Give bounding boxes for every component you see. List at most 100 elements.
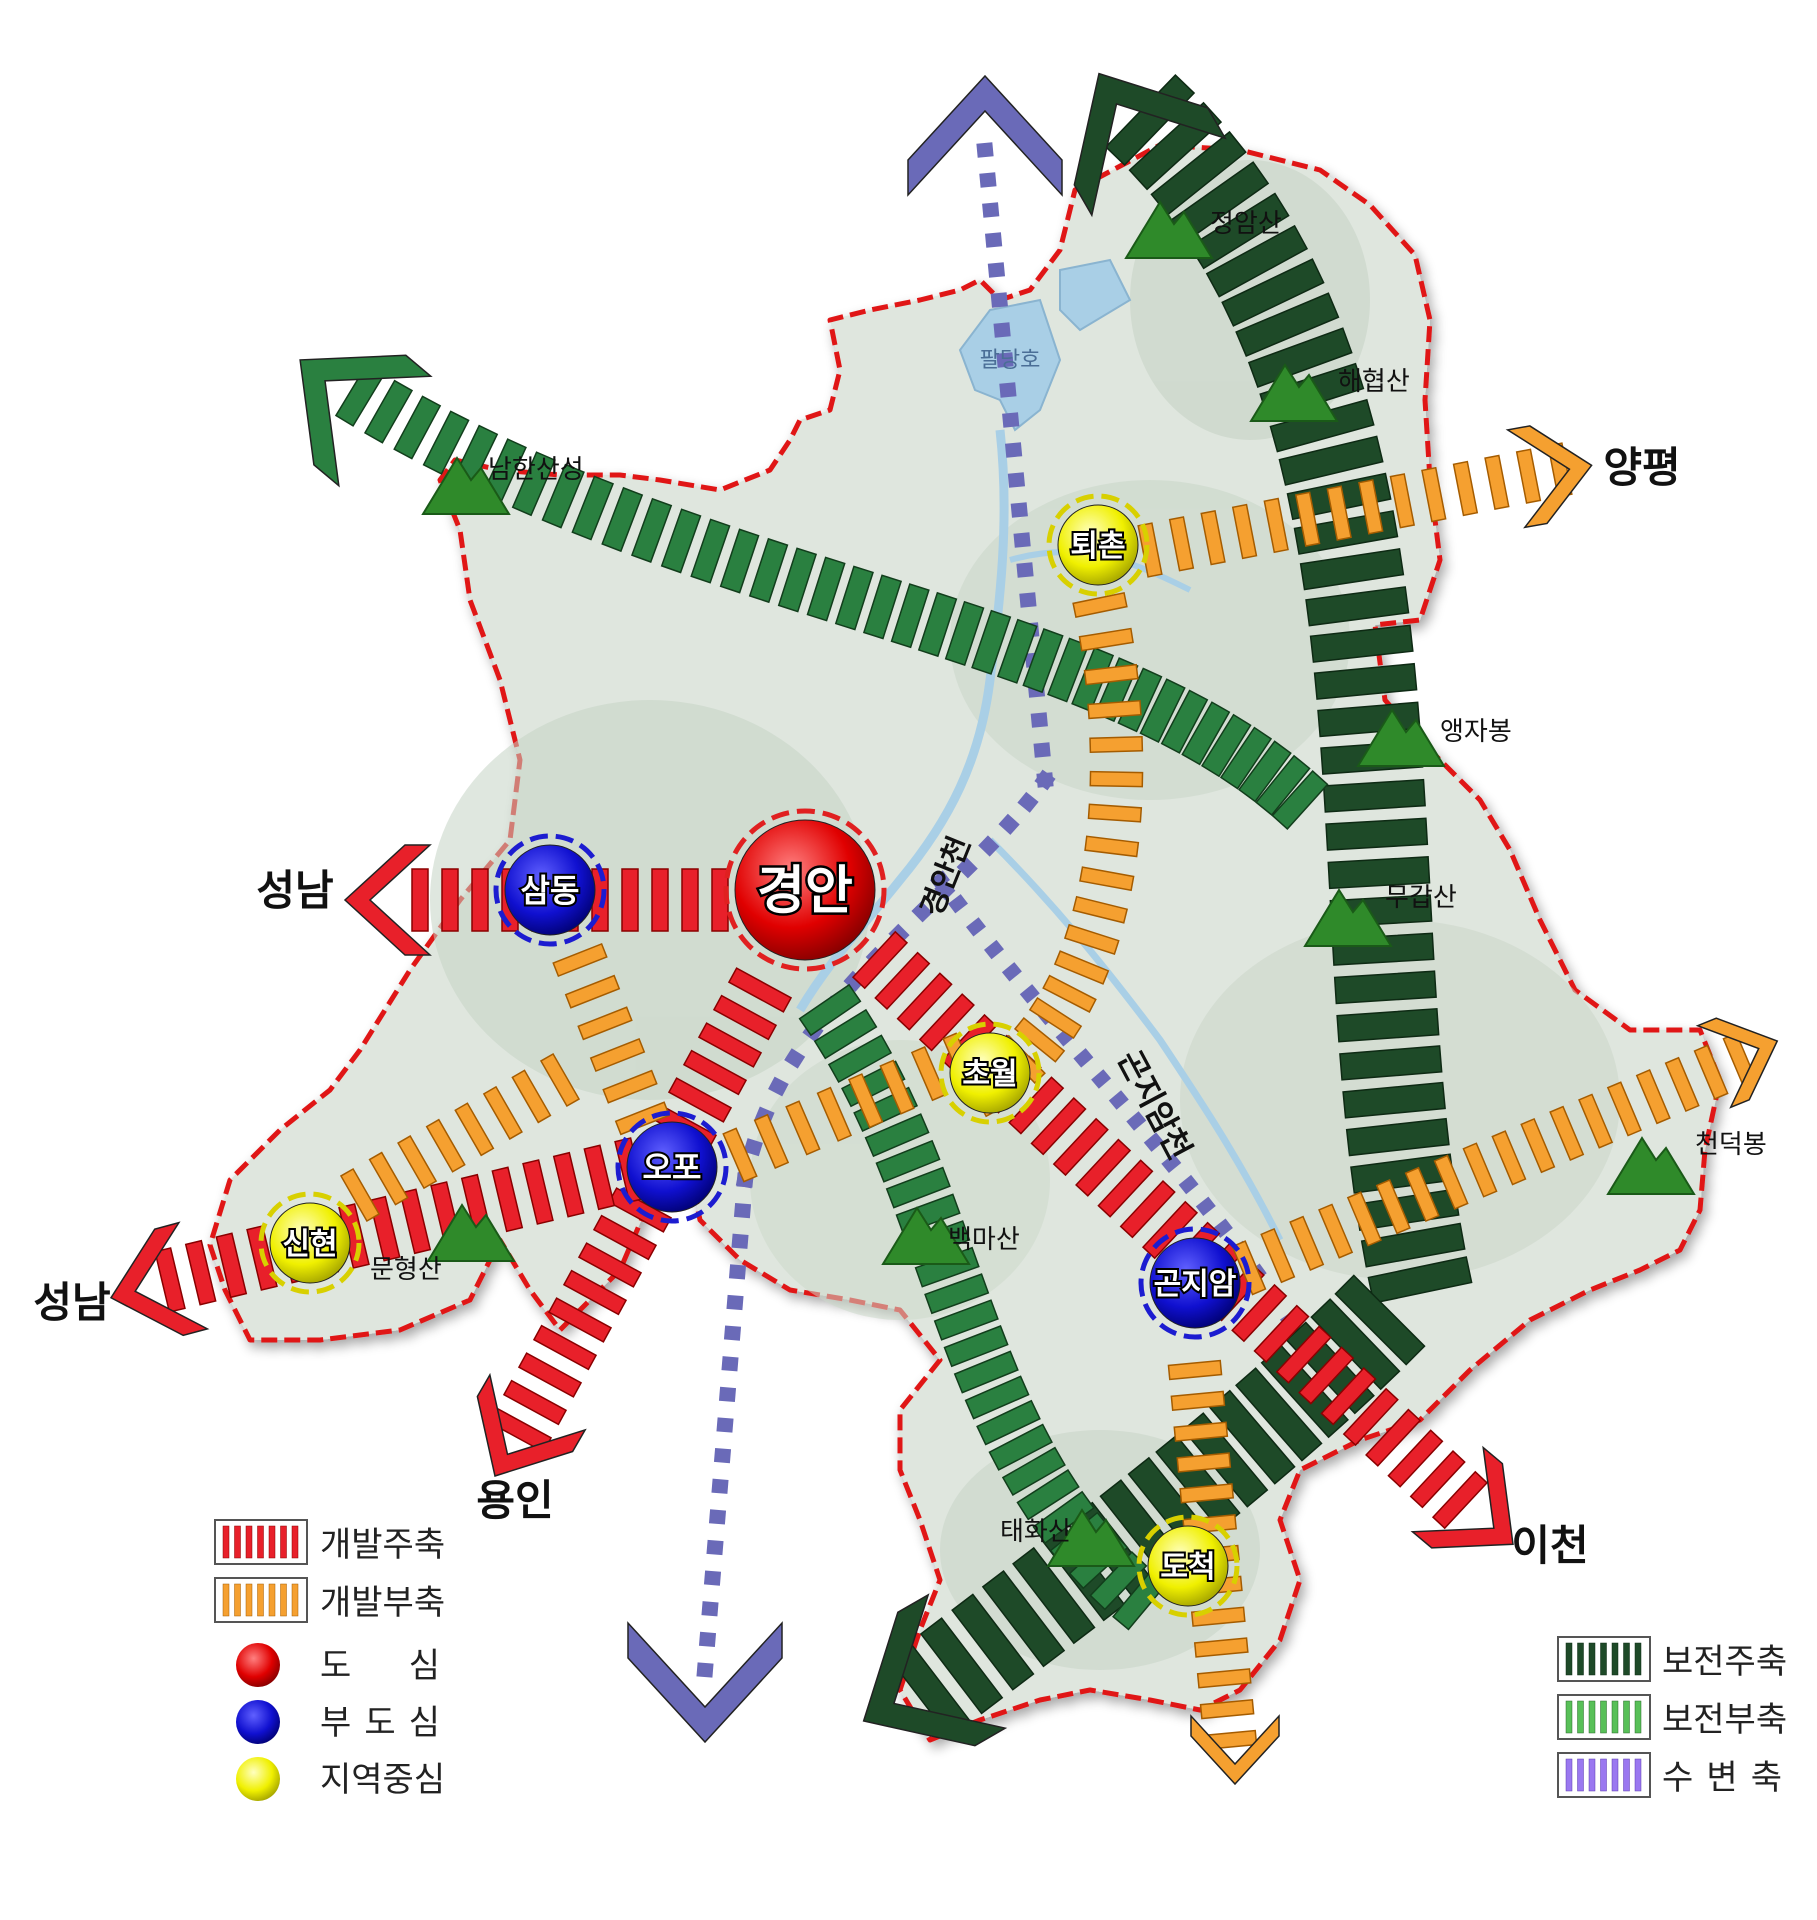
mountain-cheondeokbong: 천덕봉 bbox=[1606, 1130, 1767, 1195]
axis-development-icheon-segment bbox=[1119, 1180, 1176, 1239]
axis-development-yangpyeong-segment bbox=[1326, 485, 1352, 541]
legend-center-main-label: 도 심 bbox=[320, 1646, 440, 1686]
legend-swatch-bar bbox=[268, 1583, 276, 1617]
axis-conservation-baekma-segment bbox=[1032, 1490, 1095, 1545]
axis-development-cheondeok-segment bbox=[1664, 1056, 1700, 1113]
legend-swatch-bar bbox=[234, 1525, 241, 1559]
axis-conservation-south-segment bbox=[919, 1617, 1004, 1715]
axis-conservation-namhan-segment bbox=[1255, 754, 1311, 817]
center-opo: 오포 bbox=[615, 1110, 729, 1224]
axis-development-toechon-south-segment bbox=[1042, 974, 1097, 1013]
center-docheok: 도척 bbox=[1136, 1514, 1240, 1618]
arrowheads-layer bbox=[109, 72, 1779, 1786]
axis-development-toechon-south-segment bbox=[1083, 663, 1139, 686]
axis-conservation-namhan-segment bbox=[630, 497, 673, 563]
legend-swatch-bar bbox=[1588, 1758, 1596, 1792]
axis-development-toechon-south-segment bbox=[1078, 627, 1134, 652]
axis-waterside-stream-segment bbox=[1161, 1153, 1182, 1174]
axis-development-cheondeok-segment bbox=[1635, 1069, 1671, 1125]
mountain-icon bbox=[421, 456, 511, 515]
center-dot bbox=[949, 1032, 1031, 1114]
legend-right: 보전주축 보전부축 수 변 축 bbox=[1557, 1636, 1787, 1798]
axis-development-southwest-segment bbox=[712, 994, 778, 1041]
axis-development-yangpyeong-segment bbox=[1168, 516, 1195, 572]
legend-center-local: 지역중심 bbox=[236, 1757, 445, 1801]
legend-cons-sub-label: 보전부축 bbox=[1662, 1700, 1787, 1740]
axis-waterside-lower-segment bbox=[711, 1478, 729, 1494]
axis-conservation-baekma-segment bbox=[976, 1399, 1041, 1446]
axis-development-icheon-segment bbox=[851, 930, 909, 990]
axis-development-cheondeok-segment bbox=[1433, 1154, 1469, 1210]
axis-development-cheondeok-segment bbox=[1260, 1227, 1296, 1284]
arrow-waterside-north bbox=[907, 74, 1063, 197]
axis-development-cheondeok-segment bbox=[1520, 1117, 1556, 1174]
axis-waterside-stream-segment bbox=[1143, 1132, 1164, 1152]
axis-waterside-lower-segment bbox=[723, 1325, 742, 1341]
axis-development-yangpyeong-segment bbox=[1263, 497, 1289, 554]
center-sinhyeon: 신현 bbox=[258, 1191, 362, 1295]
axis-waterside-stream-segment bbox=[1019, 984, 1040, 1004]
axis-conservation-namhan-segment bbox=[1200, 713, 1252, 778]
axis-development-icheon-segment bbox=[1097, 1159, 1154, 1218]
axis-conservation-namhan-segment bbox=[890, 583, 930, 649]
mountain-label: 해협산 bbox=[1338, 367, 1410, 397]
axis-development-opo-chowol-segment bbox=[722, 1127, 758, 1183]
axis-waterside-lower-segment bbox=[728, 1264, 747, 1280]
axis-development-opo-chowol-segment bbox=[879, 1059, 915, 1115]
axis-development-docheok-segment bbox=[1176, 1452, 1232, 1473]
mountain-jeongamsan: 정암산 bbox=[1124, 200, 1282, 259]
dest-seongnam-lower: 성남 bbox=[33, 1278, 110, 1327]
axis-waterside-lower-segment bbox=[731, 1233, 749, 1249]
axis-conservation-namhan-segment bbox=[971, 609, 1012, 675]
axis-waterside-stream-segment bbox=[1001, 962, 1022, 982]
axis-development-yangpyeong-segment bbox=[1231, 503, 1258, 560]
axis-conservation-namhan-segment bbox=[541, 463, 585, 529]
axis-development-yangpyeong-segment bbox=[1200, 509, 1226, 566]
axis-waterside-lower-segment bbox=[703, 1570, 722, 1586]
center-dot bbox=[504, 844, 596, 936]
center-ring bbox=[1138, 1226, 1252, 1340]
axis-waterside-north-segment bbox=[999, 382, 1017, 398]
axis-development-toechon-south-segment bbox=[1053, 950, 1110, 985]
axis-conservation-east-segment bbox=[1345, 1117, 1450, 1157]
axis-development-cheondeok-segment bbox=[1606, 1081, 1642, 1137]
axis-conservation-baekma-segment bbox=[1016, 1469, 1080, 1521]
mountain-label: 천덕봉 bbox=[1695, 1130, 1767, 1160]
mountain-baekmasan: 백마산 bbox=[881, 1206, 1020, 1265]
axis-conservation-east-segment bbox=[1342, 1081, 1446, 1119]
axis-development-cheondeok-segment bbox=[1491, 1130, 1527, 1186]
axis-development-west-segment bbox=[411, 868, 429, 932]
center-label: 퇴촌 bbox=[1070, 529, 1125, 564]
axis-waterside-stream-segment bbox=[966, 917, 986, 937]
axis-conservation-namhan-segment bbox=[1022, 628, 1064, 694]
axis-waterside-lower-segment bbox=[716, 1417, 734, 1433]
axis-conservation-baekma-segment bbox=[798, 983, 862, 1037]
river-gonjiam bbox=[987, 837, 1284, 1242]
axis-development-southwest-segment bbox=[667, 1077, 733, 1123]
axis-waterside-lower-segment bbox=[708, 1509, 727, 1525]
axis-waterside-lower-segment bbox=[701, 1601, 719, 1617]
axis-conservation-baekma-segment bbox=[864, 1113, 930, 1158]
axis-conservation-east-segment bbox=[1336, 1007, 1440, 1043]
axis-conservation-baekma-segment bbox=[933, 1299, 999, 1341]
mountain-label: 무갑산 bbox=[1385, 883, 1457, 913]
axis-development-southwest-segment bbox=[562, 1269, 628, 1316]
axis-conservation-baekma-segment bbox=[943, 1325, 1009, 1368]
legend-swatch-bar bbox=[1623, 1700, 1630, 1734]
arrow-conservation-south bbox=[862, 1593, 1008, 1747]
axis-conservation-namhan-segment bbox=[1047, 637, 1090, 703]
axis-conservation-namhan-segment bbox=[422, 410, 470, 475]
axis-waterside-stream-segment bbox=[1108, 1090, 1129, 1110]
axis-waterside-south-segment bbox=[743, 1138, 763, 1157]
axis-conservation-baekma-segment bbox=[964, 1375, 1030, 1420]
axis-development-samdong-opo-segment bbox=[552, 942, 608, 978]
axis-conservation-namhan-segment bbox=[1139, 678, 1186, 743]
axis-development-samdong-opo-segment bbox=[602, 1069, 658, 1104]
axis-waterside-north-segment bbox=[1016, 562, 1034, 578]
axis-development-cheondeok-segment bbox=[1578, 1093, 1614, 1149]
axis-development-seongnam-segment bbox=[522, 1159, 554, 1225]
axis-waterside-south-segment bbox=[978, 835, 1000, 857]
legend-waterside-label: 수 변 축 bbox=[1662, 1758, 1782, 1798]
mountain-label: 태화산 bbox=[1000, 1517, 1072, 1547]
